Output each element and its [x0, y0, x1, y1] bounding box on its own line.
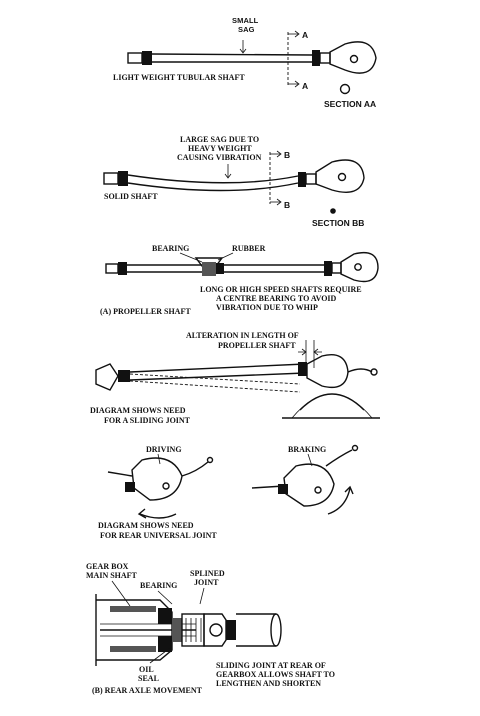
section-a-marker-bottom: A — [302, 81, 308, 91]
sliding-joint-note-2: GEARBOX ALLOWS SHAFT TO — [216, 670, 335, 679]
solid-shaft-top-edge — [127, 174, 299, 184]
sliding-note-2: FOR A SLIDING JOINT — [104, 416, 191, 425]
bearing-label-rear: BEARING — [140, 581, 177, 590]
alteration-arrow-right — [313, 348, 322, 356]
rear-bearing — [158, 608, 172, 624]
driving-axle — [107, 456, 214, 501]
solid-shaft-rear-joint — [298, 172, 317, 187]
rear-tube-end — [270, 613, 282, 647]
gearbox-label-2: MAIN SHAFT — [86, 571, 138, 580]
panel-centre-bearing: BEARING RUBBER LONG OR HIGH SPEED SHAFTS… — [100, 244, 379, 316]
solid-shaft-pinion-icon — [337, 172, 347, 182]
large-sag-note-1: LARGE SAG DUE TO — [180, 135, 259, 144]
large-sag-note-3: CAUSING VIBRATION — [177, 153, 262, 162]
centre-bearing-note-3: VIBRATION DUE TO WHIP — [216, 303, 318, 312]
sliding-differential — [306, 354, 349, 389]
splined-label-1: SPLINED — [190, 569, 225, 578]
panel-driving-braking: DRIVING BRAKING DIAGRAM SHOWS NEED FOR R… — [98, 444, 359, 540]
oil-seal-label-2: SEAL — [138, 674, 159, 683]
panel-tubular-shaft: SMALL SAG A A LIGHT WEIGHT TUBULAR SHAFT… — [113, 16, 377, 109]
tubular-shaft-pinion-icon — [349, 54, 359, 64]
section-b-marker-bottom: B — [284, 200, 290, 210]
axle-swing-arc-2 — [291, 393, 373, 419]
solid-shaft-front-yoke — [103, 171, 128, 186]
section-bb-solid-icon — [330, 208, 336, 214]
rear-uj-note-1: DIAGRAM SHOWS NEED — [98, 521, 194, 530]
shaft-position-lower — [129, 373, 301, 385]
alteration-label-2: PROPELLER SHAFT — [218, 341, 296, 350]
small-sag-label-2: SAG — [238, 25, 255, 34]
rear-axle-caption: (B) REAR AXLE MOVEMENT — [92, 686, 203, 695]
tubular-shaft-front-yoke — [127, 51, 152, 65]
braking-axle — [251, 444, 359, 507]
alteration-arrow-left — [298, 348, 307, 356]
sliding-gearbox-end — [95, 363, 119, 391]
tubular-shaft-differential — [329, 41, 377, 74]
sliding-note-1: DIAGRAM SHOWS NEED — [90, 406, 186, 415]
propeller-shaft-caption: (A) PROPELLER SHAFT — [100, 307, 191, 316]
oil-seal — [172, 618, 182, 642]
panel-sliding-joint: ALTERATION IN LENGTH OF PROPELLER SHAFT … — [90, 331, 380, 425]
solid-shaft-differential — [315, 159, 365, 193]
panel-rear-axle-movement: GEAR BOX MAIN SHAFT BEARING SPLINED JOIN… — [86, 562, 335, 695]
tubular-shaft-top-edge — [151, 53, 313, 56]
gearbox-label-1: GEAR BOX — [86, 562, 129, 571]
large-sag-note-2: HEAVY WEIGHT — [188, 144, 252, 153]
splined-label-2: JOINT — [194, 578, 219, 587]
centre-bearing-differential — [340, 251, 379, 283]
bearing-label: BEARING — [152, 244, 189, 253]
braking-label: BRAKING — [288, 445, 326, 454]
sliding-joint-note-3: LENGTHEN AND SHORTEN — [216, 679, 321, 688]
centre-bearing-note-2: A CENTRE BEARING TO AVOID — [216, 294, 337, 303]
sliding-joint-note-1: SLIDING JOINT AT REAR OF — [216, 661, 326, 670]
oil-seal-label-1: OIL — [139, 665, 154, 674]
rear-universal-joint — [203, 613, 236, 647]
braking-rotation-arrow — [327, 487, 351, 515]
small-sag-label: SMALL — [232, 16, 259, 25]
section-bb-label: SECTION BB — [312, 218, 364, 228]
alteration-label-1: ALTERATION IN LENGTH OF — [186, 331, 299, 340]
panel-solid-shaft: LARGE SAG DUE TO HEAVY WEIGHT CAUSING VI… — [103, 135, 365, 228]
shaft-position-upper — [129, 363, 306, 373]
solid-shaft-bottom-edge — [127, 182, 299, 192]
tubular-shaft-label: LIGHT WEIGHT TUBULAR SHAFT — [113, 73, 245, 82]
solid-shaft-label: SOLID SHAFT — [104, 192, 158, 201]
centre-bearing-note-1: LONG OR HIGH SPEED SHAFTS REQUIRE — [200, 285, 362, 294]
section-a-marker-top: A — [302, 30, 308, 40]
driving-rotation-arrow — [139, 513, 177, 519]
tubular-shaft-rear-joint — [312, 50, 331, 66]
section-aa-hollow-icon — [339, 83, 351, 95]
rear-uj-note-2: FOR REAR UNIVERSAL JOINT — [100, 531, 217, 540]
section-b-marker-top: B — [284, 150, 290, 160]
driving-label: DRIVING — [146, 445, 182, 454]
rubber-label: RUBBER — [232, 244, 266, 253]
centre-bearing-housing — [202, 262, 216, 276]
section-aa-label: SECTION AA — [324, 99, 376, 109]
